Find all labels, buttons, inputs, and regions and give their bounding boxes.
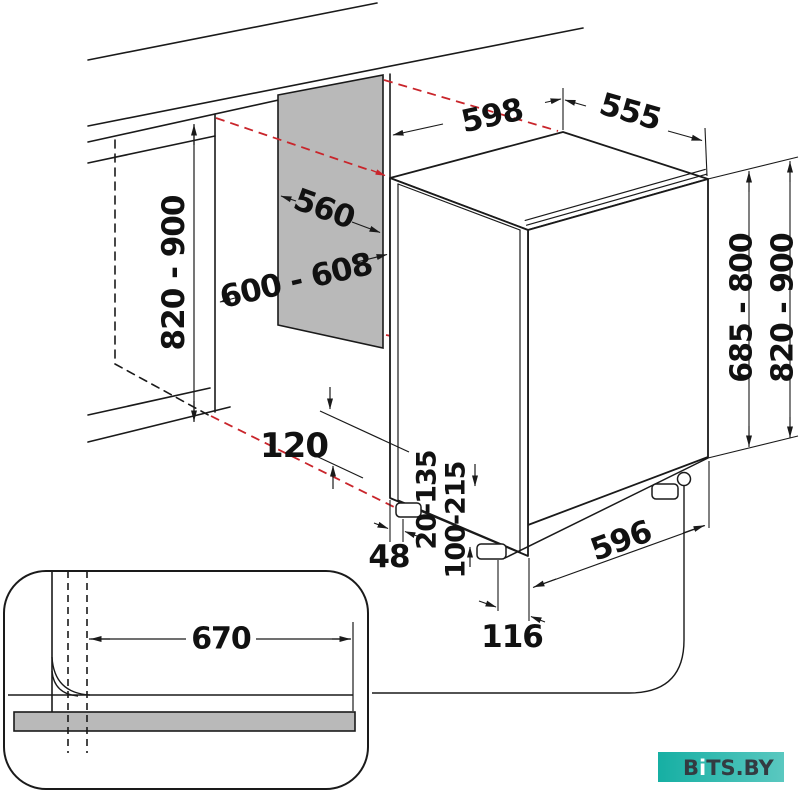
plinth-detail-inset: 670 bbox=[3, 570, 369, 790]
dim-top-depth bbox=[564, 99, 708, 177]
watermark-background bbox=[658, 752, 784, 782]
front-left-foot bbox=[395, 502, 422, 518]
label-adjust-100-215: 100-215 bbox=[441, 462, 472, 579]
label-niche-height: 820 - 900 bbox=[156, 195, 192, 350]
label-gap-48: 48 bbox=[368, 539, 409, 575]
watermark-suffix: TS.BY bbox=[706, 756, 774, 780]
top-face-edge-line bbox=[525, 173, 708, 226]
label-foot-inset: 116 bbox=[481, 619, 543, 655]
dim-base-depth bbox=[532, 461, 710, 589]
top-face-edge-line2 bbox=[524, 168, 706, 221]
plinth-board bbox=[13, 711, 356, 732]
label-base-depth: 596 bbox=[586, 514, 656, 569]
floor-line bbox=[504, 457, 709, 559]
niche-side-panel bbox=[277, 74, 384, 349]
svg-text:BiTS.BY: BiTS.BY bbox=[683, 756, 775, 780]
dim-foot-inset bbox=[478, 558, 546, 624]
label-appliance-height: 685 - 800 bbox=[725, 233, 760, 383]
dim-adjust-arrows bbox=[467, 464, 478, 567]
dim-plinth-width bbox=[89, 622, 354, 711]
dishwasher bbox=[389, 131, 709, 560]
dim-niche-width bbox=[219, 253, 388, 303]
label-plinth-width: 670 bbox=[191, 622, 251, 657]
label-adjust-20-135: 20-135 bbox=[412, 450, 443, 549]
detail-leader-line bbox=[372, 486, 685, 694]
watermark: BiTS.BY bbox=[658, 752, 784, 782]
label-top-width: 598 bbox=[458, 92, 526, 141]
front-foot bbox=[476, 543, 507, 560]
dim-panel-width bbox=[280, 195, 381, 234]
door-panel bbox=[389, 177, 529, 557]
label-clearance-120: 120 bbox=[260, 426, 328, 466]
watermark-accent: i bbox=[699, 756, 706, 780]
dim-clearance-120 bbox=[315, 387, 410, 489]
label-top-depth: 555 bbox=[595, 86, 664, 138]
watermark-prefix: B bbox=[683, 756, 699, 780]
rear-roller bbox=[676, 471, 692, 487]
niche bbox=[87, 73, 391, 443]
dim-gap-48 bbox=[373, 500, 418, 542]
dim-top-width bbox=[392, 88, 564, 136]
rear-foot bbox=[651, 483, 679, 500]
projection-arrow bbox=[370, 169, 386, 177]
countertop bbox=[87, 2, 584, 164]
projection-lines bbox=[210, 79, 560, 508]
label-total-height: 820 - 900 bbox=[766, 233, 800, 383]
dim-heights-right bbox=[707, 156, 799, 459]
